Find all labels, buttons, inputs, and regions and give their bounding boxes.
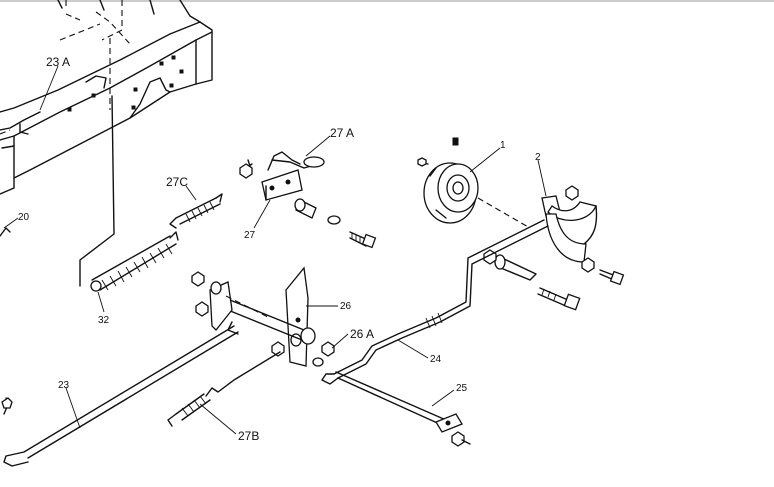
- label-27: 27: [244, 230, 256, 241]
- rod-part-23: [1, 321, 239, 467]
- pedal-shaft-part-26: [191, 266, 335, 367]
- label-32: 32: [98, 315, 110, 326]
- part-20-stub: [0, 227, 11, 237]
- spring-part-32: [90, 231, 179, 292]
- frame-part-23a: [0, 0, 213, 195]
- label-27c: 27C: [166, 175, 188, 189]
- label-26: 26: [340, 301, 352, 312]
- leader-lines: [3, 65, 547, 435]
- label-2: 2: [535, 152, 541, 163]
- rod-part-24: [321, 219, 549, 385]
- part-labels: 23 A 27 A 1 2 27C 20 27 32 26 26 A 24 25…: [18, 55, 541, 443]
- label-25: 25: [456, 383, 468, 394]
- idler-arm-part-2: [483, 185, 625, 311]
- label-27b: 27B: [238, 429, 259, 443]
- label-27a: 27 A: [330, 126, 354, 140]
- label-1: 1: [500, 140, 506, 151]
- label-23: 23: [58, 380, 70, 391]
- spring-part-27c: [169, 193, 223, 229]
- label-24: 24: [430, 354, 442, 365]
- frame-down-rod: [79, 95, 115, 287]
- label-23a: 23 A: [46, 55, 70, 69]
- bracket-part-27: [239, 151, 377, 249]
- spring-part-27b: [167, 351, 281, 427]
- label-20: 20: [18, 212, 30, 223]
- pulley-part-1: [417, 137, 531, 229]
- label-26a: 26 A: [350, 327, 374, 341]
- rod-part-25: [335, 371, 471, 447]
